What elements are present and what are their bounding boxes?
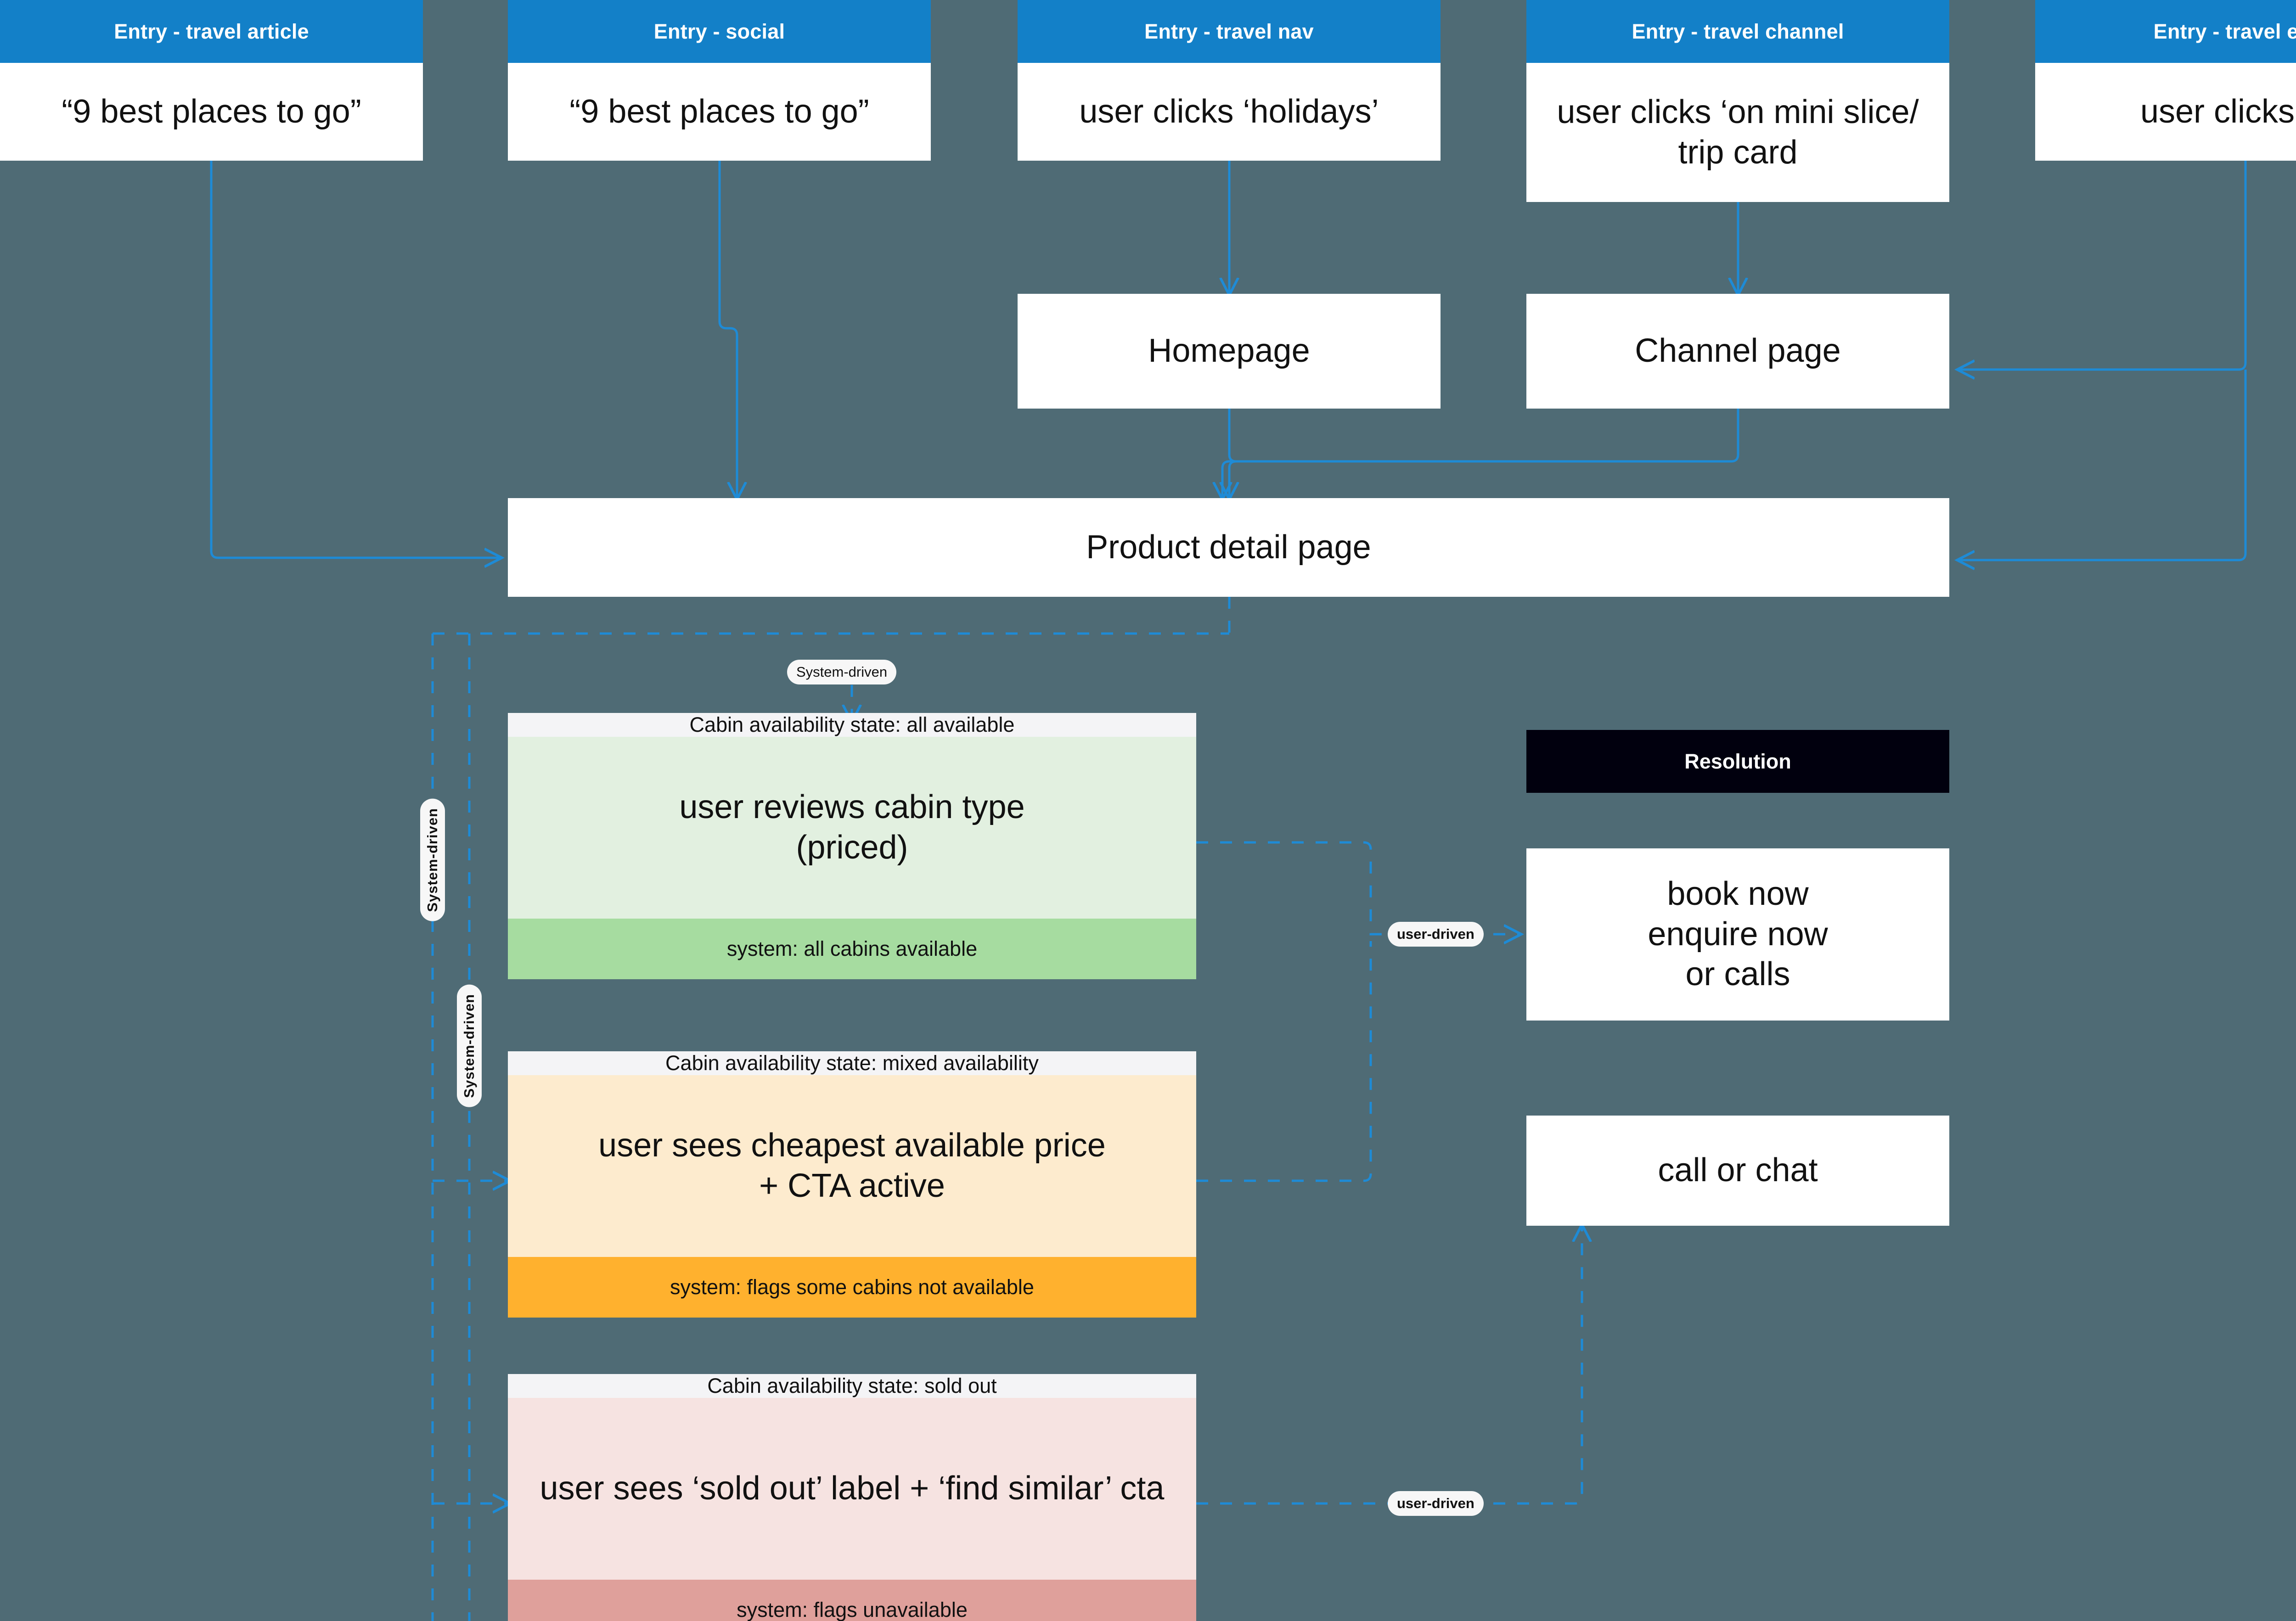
state-card-header: Cabin availability state: sold out (508, 1374, 1196, 1398)
entry-card-header: Entry - travel email (2035, 0, 2296, 63)
entry-card-travel-article[interactable]: Entry - travel article “9 best places to… (0, 0, 423, 161)
pill-system-driven-rail-2: System-driven (457, 985, 482, 1107)
entry-card-travel-nav[interactable]: Entry - travel nav user clicks ‘holidays… (1018, 0, 1441, 161)
resolution-option-book-now[interactable]: book now enquire now or calls (1526, 848, 1949, 1021)
entry-card-social[interactable]: Entry - social “9 best places to go” (508, 0, 931, 161)
page-card-homepage[interactable]: Homepage (1018, 294, 1441, 409)
state-card-all-available[interactable]: Cabin availability state: all available … (508, 713, 1196, 979)
entry-card-body: user clicks link (2140, 93, 2296, 130)
page-card-channel-page[interactable]: Channel page (1526, 294, 1949, 409)
entry-card-travel-email[interactable]: Entry - travel email user clicks link (2035, 0, 2296, 161)
pill-system-driven-rail-1: System-driven (420, 799, 445, 921)
page-card-label: Product detail page (1086, 528, 1371, 566)
state-card-system-note: system: all cabins available (508, 919, 1196, 979)
entry-card-header: Entry - social (508, 0, 931, 63)
state-card-body: user sees ‘sold out’ label + ‘find simil… (508, 1398, 1196, 1580)
resolution-option-call-or-chat[interactable]: call or chat (1526, 1116, 1949, 1226)
state-card-system-note: system: flags some cabins not available (508, 1257, 1196, 1318)
state-card-mixed-availability[interactable]: Cabin availability state: mixed availabi… (508, 1051, 1196, 1318)
pill-label: user-driven (1397, 1495, 1474, 1511)
entry-card-header: Entry - travel article (0, 0, 423, 63)
entry-card-body: user clicks ‘holidays’ (1079, 93, 1379, 130)
pill-user-driven-booking: user-driven (1388, 922, 1484, 947)
state-card-header: Cabin availability state: mixed availabi… (508, 1051, 1196, 1075)
entry-card-header: Entry - travel nav (1018, 0, 1441, 63)
pill-label: user-driven (1397, 926, 1474, 942)
entry-card-body: “9 best places to go” (62, 93, 361, 130)
pill-user-driven-support: user-driven (1388, 1491, 1484, 1516)
entry-card-body: user clicks ‘on mini slice/ trip card (1557, 93, 1919, 171)
state-card-sold-out[interactable]: Cabin availability state: sold out user … (508, 1374, 1196, 1621)
page-card-label: Channel page (1635, 332, 1841, 370)
entry-card-travel-channel[interactable]: Entry - travel channel user clicks ‘on m… (1526, 0, 1949, 202)
resolution-option-label: book now enquire now or calls (1648, 875, 1828, 993)
resolution-banner: Resolution (1526, 730, 1949, 793)
state-card-body: user sees cheapest available price + CTA… (508, 1075, 1196, 1257)
state-card-body: user reviews cabin type (priced) (508, 737, 1196, 919)
resolution-option-label: call or chat (1658, 1152, 1818, 1189)
state-card-system-note: system: flags unavailable (508, 1580, 1196, 1621)
pill-system-driven-top: System-driven (787, 660, 897, 684)
page-card-product-detail[interactable]: Product detail page (508, 498, 1949, 597)
pill-label: System-driven (461, 994, 477, 1098)
resolution-banner-label: Resolution (1684, 749, 1791, 773)
page-card-label: Homepage (1148, 332, 1310, 370)
pill-label: System-driven (424, 808, 440, 912)
state-card-header: Cabin availability state: all available (508, 713, 1196, 737)
entry-card-body: “9 best places to go” (569, 93, 869, 130)
pill-label: System-driven (796, 664, 888, 680)
entry-card-header: Entry - travel channel (1526, 0, 1949, 63)
